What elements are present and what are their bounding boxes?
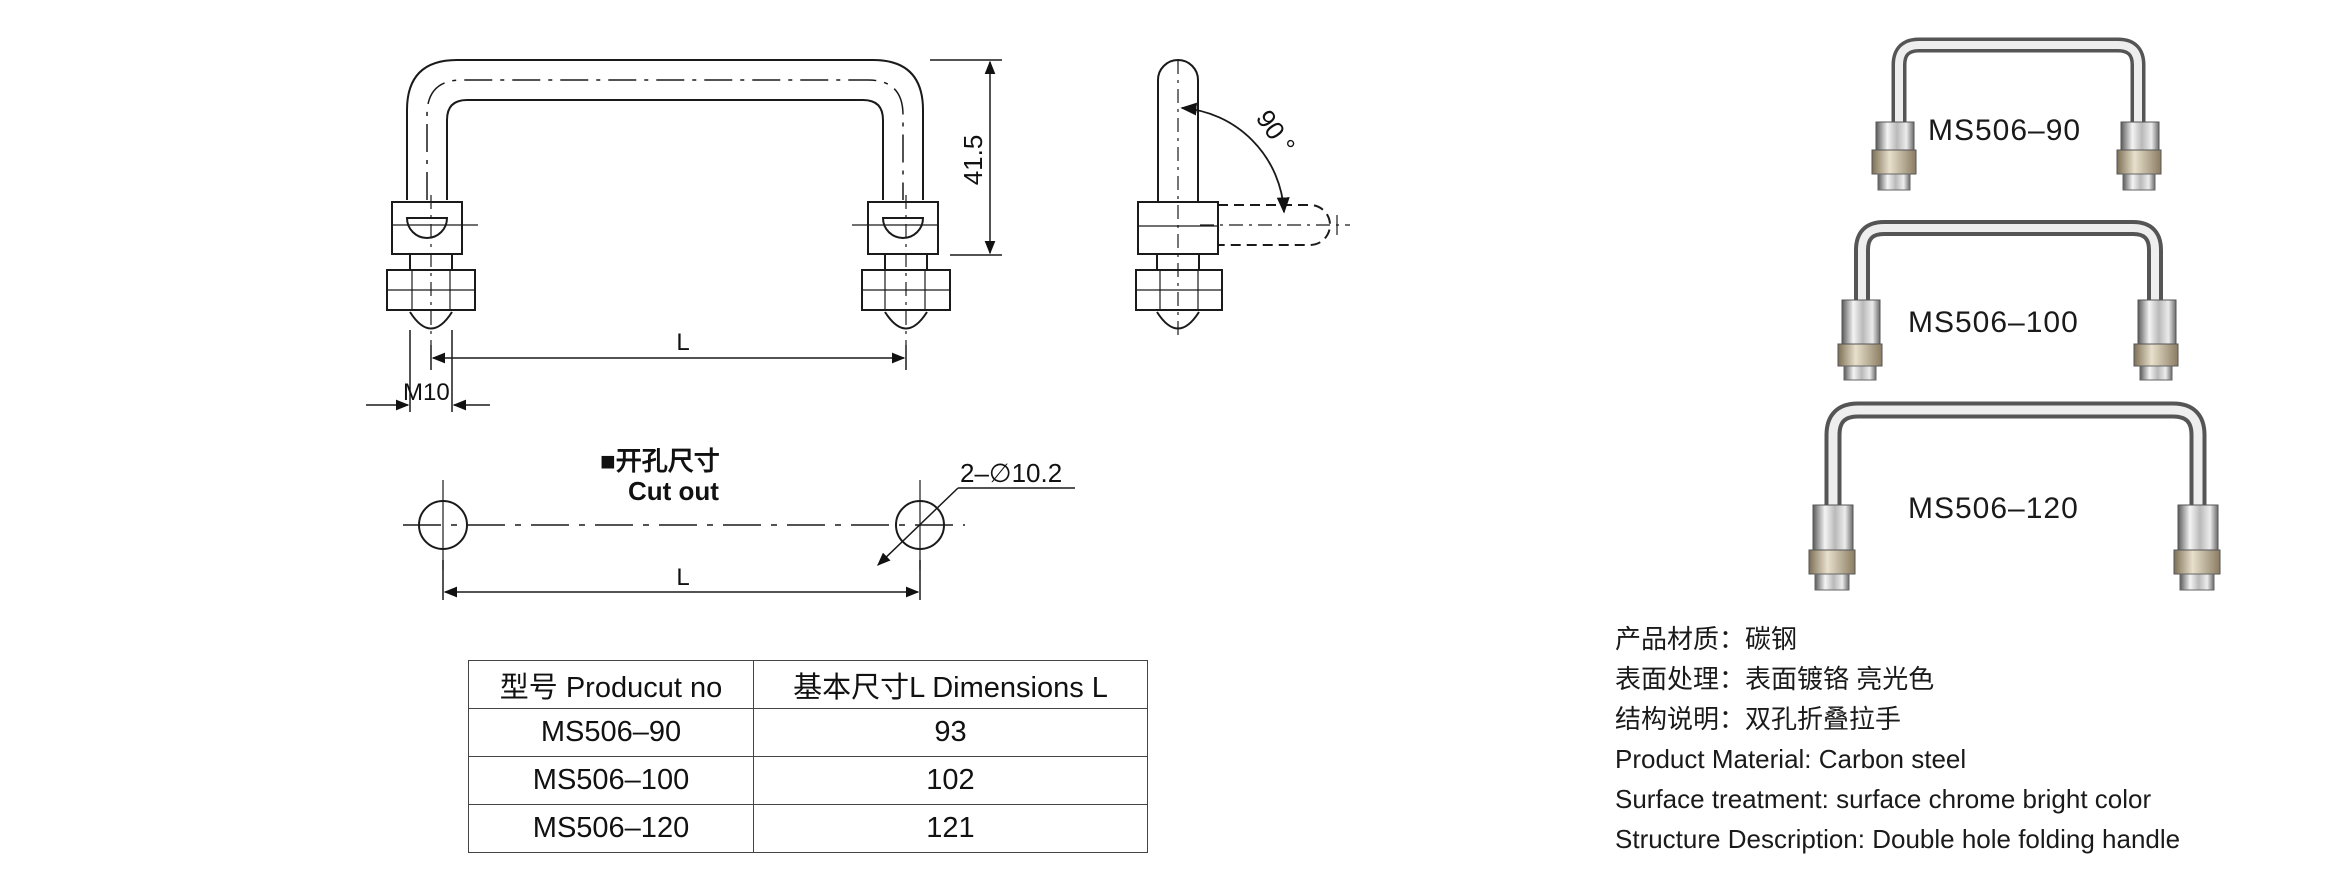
front-view [366,59,1002,412]
folded-position [1218,204,1331,246]
spec-material-cn: 产品材质：碳钢 [1615,624,1798,654]
table-row: MS506–120 121 [468,804,1148,853]
cell-dimension: 102 [753,756,1148,805]
spec-material-en: Product Material: Carbon steel [1615,744,1967,774]
height-dimension-label: 41.5 [958,135,988,186]
header-dimensions: 基本尺寸L Dimensions L [753,660,1148,709]
handle-outline-outer [406,59,924,200]
cell-product-no: MS506–120 [468,804,754,853]
product-photo-ms506-90 [1871,37,2162,191]
spec-structure-cn: 结构说明：双孔折叠拉手 [1615,704,1902,734]
handle-centerline [426,79,904,200]
angle-label: 90 ° [1250,104,1301,159]
header-product-no: 型号 Producut no [468,660,754,709]
rotation-arc [1180,102,1290,214]
side-bracket [1137,201,1219,255]
length-dimension-label: L [676,329,689,356]
spec-surface-en: Surface treatment: surface chrome bright… [1615,784,2152,814]
cutout-length-label: L [676,564,689,591]
cutout-title-en: Cut out [628,476,719,506]
table-header-row: 型号 Producut no 基本尺寸L Dimensions L [468,660,1148,709]
cell-product-no: MS506–100 [468,756,754,805]
spec-surface-cn: 表面处理：表面镀铬 亮光色 [1615,664,1935,694]
handle-outline-inner [446,99,884,200]
product-photo-ms506-100 [1837,220,2179,381]
cell-dimension: 121 [753,804,1148,853]
photo-label-ms506-120: MS506–120 [1908,492,2079,525]
left-bracket [391,201,463,255]
photo-label-ms506-90: MS506–90 [1928,114,2081,147]
table-row: MS506–90 93 [468,708,1148,757]
dimensions-table: 型号 Producut no 基本尺寸L Dimensions L MS506–… [468,660,1148,853]
cell-dimension: 93 [753,708,1148,757]
product-photo-ms506-120 [1808,401,2221,591]
right-bracket [867,201,939,255]
cutout-title-cn: ■开孔尺寸 [600,446,720,476]
cell-product-no: MS506–90 [468,708,754,757]
cutout-view [403,480,1075,600]
thread-dimension-label: M10 [403,379,450,406]
table-row: MS506–100 102 [468,756,1148,805]
side-view [1135,59,1350,340]
hole-spec-label: 2–∅10.2 [960,458,1062,488]
spec-structure-en: Structure Description: Double hole foldi… [1615,824,2181,854]
photo-label-ms506-100: MS506–100 [1908,306,2079,339]
